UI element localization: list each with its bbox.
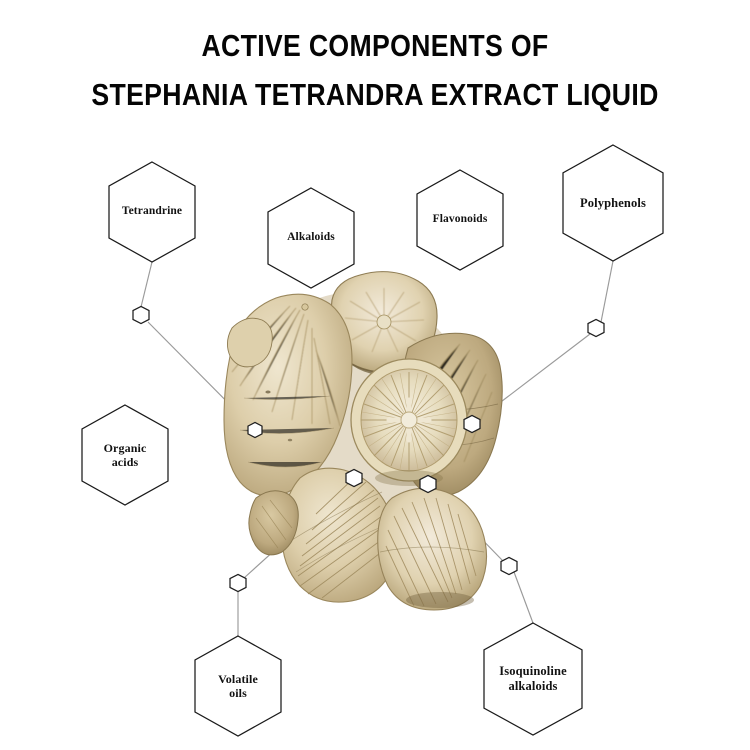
callout-hexagon-flavonoids[interactable]: Flavonoids <box>416 169 504 271</box>
stephania-root-image <box>223 271 503 611</box>
conn-isoquinoline-hex <box>513 571 534 624</box>
hexagon-outline-polyphenols <box>562 144 664 262</box>
hexagon-outline-flavonoids <box>416 169 504 271</box>
hexagon-outline-organic-acids <box>81 404 169 506</box>
callout-hexagon-polyphenols[interactable]: Polyphenols <box>562 144 664 262</box>
page-title: ACTIVE COMPONENTS OF STEPHANIA TETRANDRA… <box>0 26 750 116</box>
callout-hexagon-isoquinoline-alkaloids[interactable]: Isoquinoline alkaloids <box>483 622 583 736</box>
node-isoquinoline-root[interactable] <box>419 474 437 494</box>
title-line-2: STEPHANIA TETRANDRA EXTRACT LIQUID <box>91 77 659 112</box>
node-tetrandrine-upper[interactable] <box>132 305 150 325</box>
callout-label-volatile-oils: Volatile oils <box>218 671 258 700</box>
node-tetrandrine-root[interactable] <box>247 421 263 439</box>
node-volatile-root[interactable] <box>345 468 363 488</box>
hexagon-outline-volatile-oils <box>194 635 282 737</box>
callout-hexagon-tetrandrine[interactable]: Tetrandrine <box>108 161 196 263</box>
hexagon-outline-alkaloids <box>267 187 355 289</box>
hexagon-outline-isoquinoline-alkaloids <box>483 622 583 736</box>
callout-label-tetrandrine: Tetrandrine <box>121 205 183 218</box>
callout-label-alkaloids: Alkaloids <box>287 231 335 244</box>
callout-hexagon-volatile-oils[interactable]: Volatile oils <box>194 635 282 737</box>
title-line-1: ACTIVE COMPONENTS OF <box>201 28 549 63</box>
node-polyphenols-mid[interactable] <box>587 318 605 338</box>
conn-polyphenols-hex <box>600 260 614 323</box>
hexagon-outline-tetrandrine <box>108 161 196 263</box>
callout-label-isoquinoline-alkaloids: Isoquinoline alkaloids <box>499 664 567 693</box>
callout-hexagon-alkaloids[interactable]: Alkaloids <box>267 187 355 289</box>
conn-tetrandrine-hex <box>140 261 153 308</box>
callout-label-polyphenols: Polyphenols <box>580 195 646 210</box>
callout-label-flavonoids: Flavonoids <box>432 213 488 226</box>
callout-label-organic-acids: Organic acids <box>103 440 147 469</box>
callout-hexagon-organic-acids[interactable]: Organic acids <box>81 404 169 506</box>
connector-nodes <box>132 305 605 593</box>
node-polyphenols-root[interactable] <box>463 414 481 434</box>
node-isoquinoline-mid[interactable] <box>500 556 518 576</box>
node-volatile-mid[interactable] <box>229 573 247 593</box>
